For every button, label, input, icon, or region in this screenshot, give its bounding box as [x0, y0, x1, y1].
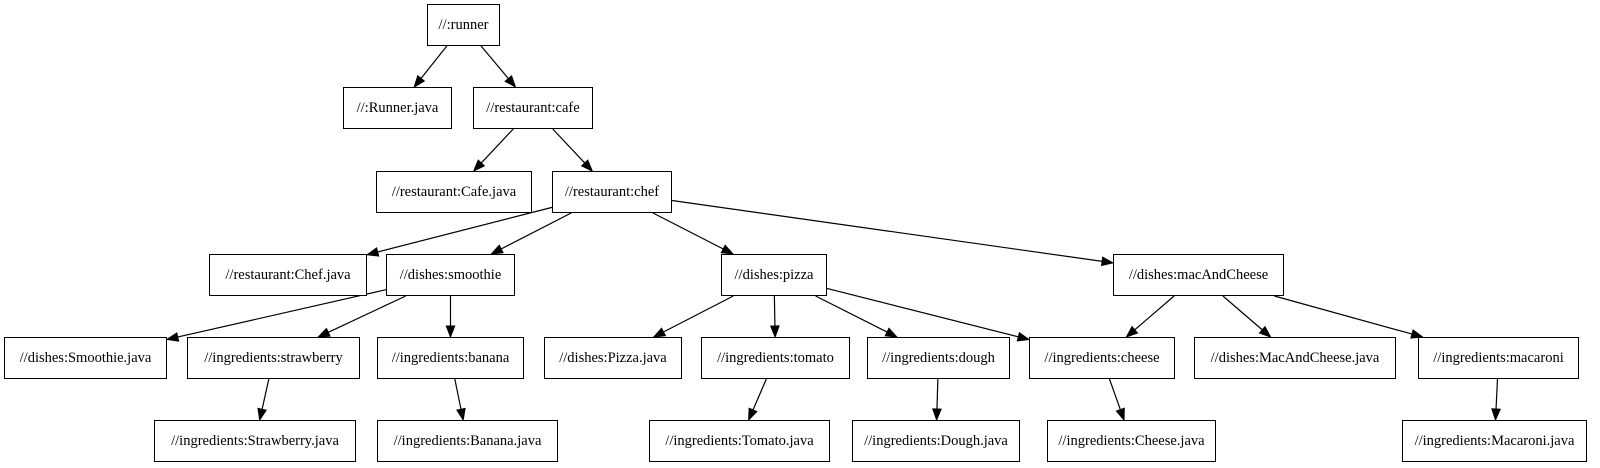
graph-node-macaroni-java: //ingredients:Macaroni.java	[1402, 420, 1587, 462]
graph-node-smoothie: //dishes:smoothie	[386, 254, 515, 296]
edge-dough-to-dough-java	[932, 378, 942, 422]
graph-node-tomato: //ingredients:tomato	[701, 337, 850, 379]
graph-node-pizza: //dishes:pizza	[721, 254, 827, 296]
edge-pizza-to-cheese	[826, 287, 1031, 342]
edge-cheese-to-cheese-java	[1108, 378, 1125, 422]
graph-node-banana-java: //ingredients:Banana.java	[377, 420, 558, 462]
graph-node-chef: //restaurant:chef	[552, 171, 672, 213]
graph-node-cafe-java: //restaurant:Cafe.java	[376, 171, 532, 213]
graph-node-tomato-java: //ingredients:Tomato.java	[649, 420, 830, 462]
edge-tomato-to-tomato-java	[748, 378, 767, 422]
edge-cafe-to-cafe-java	[472, 128, 514, 173]
edge-smoothie-to-smoothie-java	[165, 289, 387, 342]
graph-node-mac-and-cheese: //dishes:macAndCheese	[1113, 254, 1284, 296]
edge-chef-to-pizza	[652, 212, 735, 255]
graph-node-chef-java: //restaurant:Chef.java	[209, 254, 367, 296]
edge-pizza-to-tomato	[769, 295, 780, 339]
graph-node-runner-java: //:Runner.java	[343, 87, 452, 129]
graph-node-dough: //ingredients:dough	[867, 337, 1010, 379]
edge-mac-and-cheese-to-macaroni	[1274, 295, 1424, 339]
graph-node-strawberry-java: //ingredients:Strawberry.java	[154, 420, 356, 462]
graph-node-pizza-java: //dishes:Pizza.java	[544, 337, 682, 379]
graph-node-dough-java: //ingredients:Dough.java	[852, 420, 1020, 462]
edge-smoothie-to-strawberry	[317, 295, 406, 338]
graph-node-strawberry: //ingredients:strawberry	[187, 337, 360, 379]
edge-banana-to-banana-java	[454, 378, 466, 422]
graph-node-smoothie-java: //dishes:Smoothie.java	[4, 337, 167, 379]
graph-node-runner: //:runner	[427, 4, 500, 46]
edge-pizza-to-pizza-java	[652, 295, 734, 338]
edge-chef-to-chef-java	[365, 206, 553, 257]
graph-node-cafe: //restaurant:cafe	[473, 87, 593, 129]
graph-node-macaroni: //ingredients:macaroni	[1418, 337, 1579, 379]
graph-node-cheese: //ingredients:cheese	[1029, 337, 1175, 379]
edge-smoothie-to-banana	[445, 296, 456, 339]
edge-macaroni-to-macaroni-java	[1491, 378, 1501, 422]
edge-strawberry-to-strawberry-java	[257, 378, 270, 422]
edge-chef-to-mac-and-cheese	[671, 199, 1115, 267]
edge-mac-and-cheese-to-mac-and-cheese-java	[1222, 295, 1272, 338]
graph-node-banana: //ingredients:banana	[377, 337, 524, 379]
edge-chef-to-smoothie	[490, 212, 572, 255]
edge-cafe-to-chef	[552, 128, 594, 173]
edge-pizza-to-dough	[815, 295, 899, 338]
graph-node-cheese-java: //ingredients:Cheese.java	[1047, 420, 1216, 462]
graph-node-mac-and-cheese-java: //dishes:MacAndCheese.java	[1194, 337, 1396, 379]
edge-runner-to-cafe	[480, 45, 517, 89]
edge-mac-and-cheese-to-cheese	[1125, 295, 1175, 338]
edge-runner-to-runner-java	[413, 45, 448, 89]
